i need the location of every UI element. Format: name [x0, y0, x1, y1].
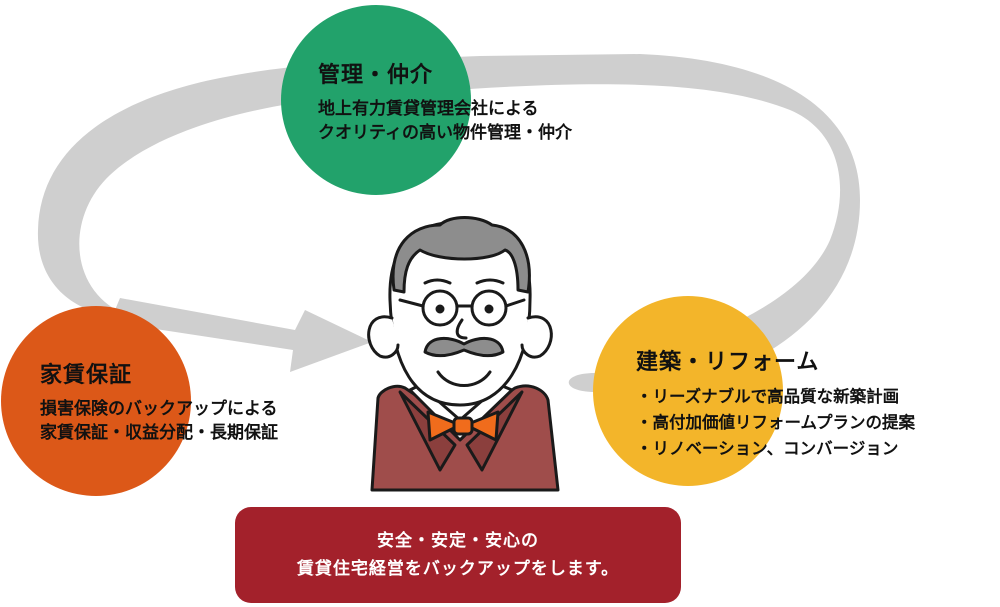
build-circle [593, 296, 783, 486]
guarantee-line-2: 家賃保証・収益分配・長期保証 [40, 423, 278, 443]
banner-line-2: 賃貸住宅経営をバックアップをします。 [296, 559, 620, 579]
landlord-man-illustration [367, 216, 560, 492]
build-line-3: ・リノベーション、コンバージョン [636, 439, 899, 458]
cycle-arrow-icon [37, 54, 861, 392]
build-line-1: ・リーズナブルで高品質な新築計画 [636, 387, 900, 406]
guarantee-line-1: 損害保険のバックアップによる [40, 399, 278, 419]
build-text: 建築・リフォーム ・リーズナブルで高品質な新築計画 ・高付加価値リフォームプラン… [636, 344, 915, 462]
build-title: 建築・リフォーム [636, 350, 820, 375]
manage-text: 管理・仲介 地上有力賃貸管理会社による クオリティの高い物件管理・仲介 [318, 57, 572, 145]
guarantee-text: 家賃保証 損害保険のバックアップによる 家賃保証・収益分配・長期保証 [40, 357, 278, 445]
manage-line-1: 地上有力賃貸管理会社による [318, 99, 539, 119]
message-banner: 安全・安定・安心の 賃貸住宅経営をバックアップをします。 [235, 507, 681, 603]
manage-line-2: クオリティの高い物件管理・仲介 [318, 123, 572, 143]
manage-circle [281, 5, 471, 195]
build-line-2: ・高付加価値リフォームプランの提案 [636, 413, 916, 432]
guarantee-circle [1, 306, 191, 496]
guarantee-title: 家賃保証 [40, 363, 133, 388]
banner-line-1: 安全・安定・安心の [377, 531, 539, 551]
manage-title: 管理・仲介 [318, 63, 434, 88]
